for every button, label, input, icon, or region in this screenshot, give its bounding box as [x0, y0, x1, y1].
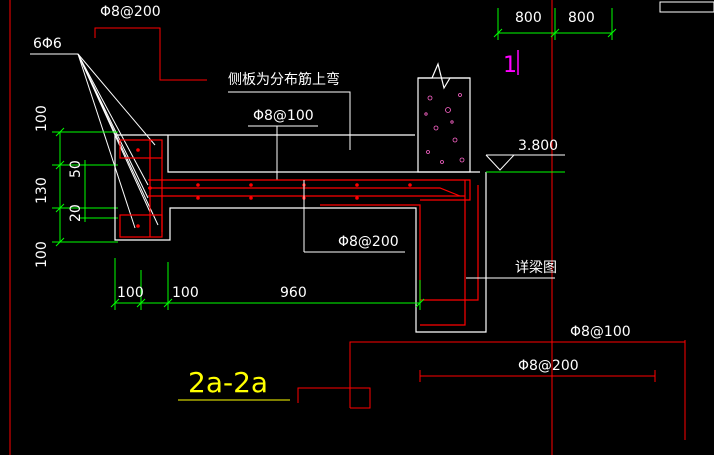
- dim-top-800-b: 800: [568, 10, 595, 26]
- stirrup-leaders: [77, 53, 159, 229]
- section-mark: 1: [503, 53, 517, 78]
- bottom-dimension: [110, 258, 425, 310]
- dim-top-800-a: 800: [515, 10, 542, 26]
- dim-horiz-100-b: 100: [172, 285, 199, 301]
- dim-vert-130: 130: [34, 177, 50, 204]
- label-rebar-right-bottom: Φ8@200: [518, 358, 579, 374]
- rebar-top-left-leader: [94, 27, 207, 81]
- left-axis-lines: [9, 0, 686, 455]
- column: [417, 62, 471, 173]
- dim-horiz-960: 960: [280, 285, 307, 301]
- label-detail: 详梁图: [515, 260, 557, 276]
- dim-vert-100-top: 100: [34, 105, 50, 132]
- label-rebar-right-top: Φ8@100: [570, 324, 631, 340]
- label-rebar-mid-top: Φ8@100: [253, 108, 314, 124]
- dim-vert-100-bottom: 100: [34, 241, 50, 268]
- rebar-dots: [136, 148, 412, 228]
- section-title: 2a-2a: [188, 366, 268, 399]
- right-rebar-leader: [349, 341, 685, 408]
- dim-horiz-100-a: 100: [117, 285, 144, 301]
- label-rebar-top-left: Φ8@200: [100, 4, 161, 20]
- rebar: [119, 139, 479, 326]
- dim-vert-20: 20: [68, 204, 84, 222]
- section-title-rebar-hook: [297, 387, 371, 409]
- right-bottom-dim: [419, 370, 656, 382]
- elevation-value: 3.800: [518, 138, 558, 154]
- dim-vert-50: 50: [68, 160, 84, 178]
- label-stirrup-count: 6Φ6: [33, 36, 62, 52]
- label-side-note: 侧板为分布筋上弯: [228, 71, 340, 88]
- concrete-outline: [114, 134, 487, 333]
- title-block-corner: [659, 1, 714, 13]
- left-vertical-dimension: [52, 127, 118, 247]
- label-rebar-mid-bottom: Φ8@200: [338, 234, 399, 250]
- side-note-leader: [228, 91, 351, 150]
- elevation-marker: [485, 154, 565, 173]
- top-dimension: [493, 8, 617, 40]
